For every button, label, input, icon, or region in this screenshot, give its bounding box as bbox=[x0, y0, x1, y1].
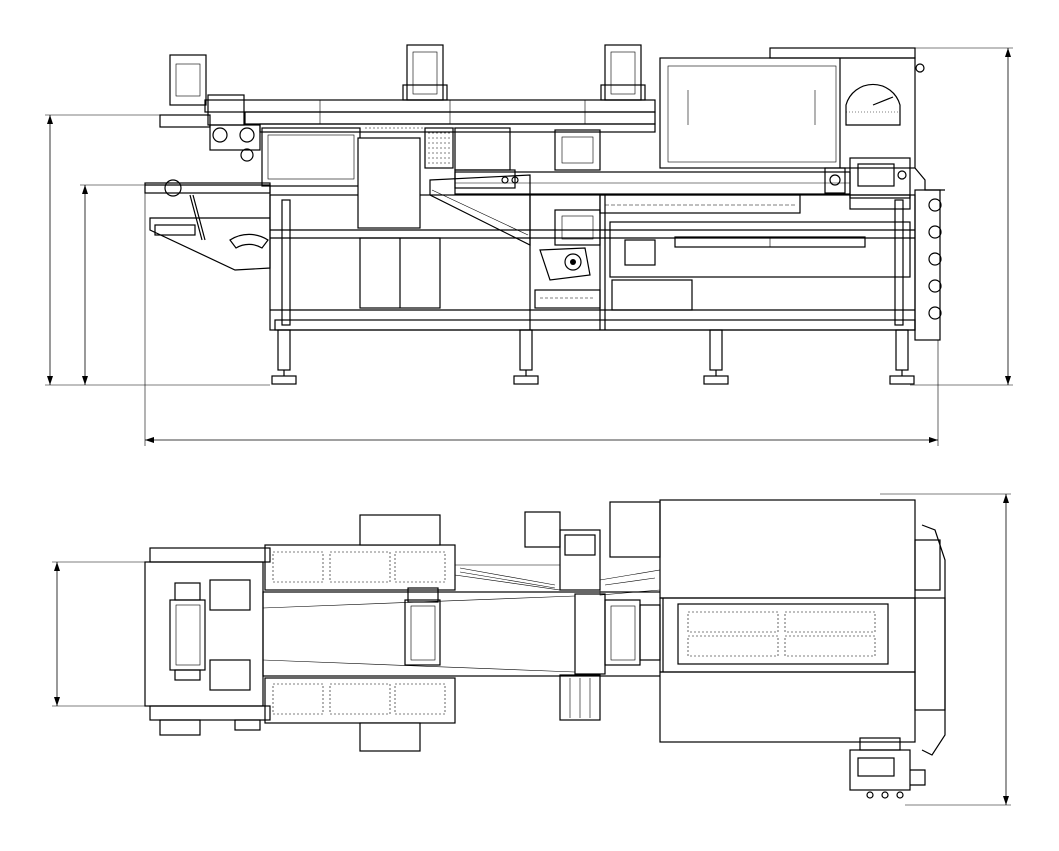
plan-operator-panel bbox=[849, 737, 926, 799]
front-legs bbox=[271, 329, 915, 385]
front-control-screen-icon bbox=[857, 163, 895, 187]
front-outfeed-cabinet bbox=[659, 47, 925, 169]
front-top-conveyor bbox=[204, 99, 656, 133]
plan-diagonal-chutes bbox=[454, 564, 661, 596]
front-center-motor bbox=[534, 129, 601, 309]
front-weigh-heads bbox=[402, 44, 646, 101]
front-mid-conveyor bbox=[454, 171, 911, 311]
front-dial-gauge-icon bbox=[845, 83, 901, 126]
front-operator-panel bbox=[824, 157, 945, 210]
plan-dimension-lines bbox=[52, 493, 1011, 806]
top-plan-view bbox=[52, 493, 1011, 806]
front-inspection-window bbox=[261, 127, 511, 229]
front-infeed-motor bbox=[159, 54, 261, 162]
front-right-knobs bbox=[914, 189, 942, 341]
front-elevation-view bbox=[45, 44, 1013, 446]
front-grille bbox=[428, 132, 450, 164]
front-left-gauge-icon bbox=[229, 233, 269, 249]
plan-central-conveyor bbox=[262, 587, 664, 677]
plan-center-motor bbox=[524, 511, 601, 721]
front-dimension-lines bbox=[45, 47, 1013, 446]
plan-infeed-end bbox=[144, 547, 271, 736]
plan-control-screen-icon bbox=[857, 757, 895, 777]
front-infeed-chute bbox=[144, 179, 271, 271]
plan-weigh-rows bbox=[264, 514, 456, 752]
plan-outfeed-cabinet bbox=[609, 499, 946, 756]
